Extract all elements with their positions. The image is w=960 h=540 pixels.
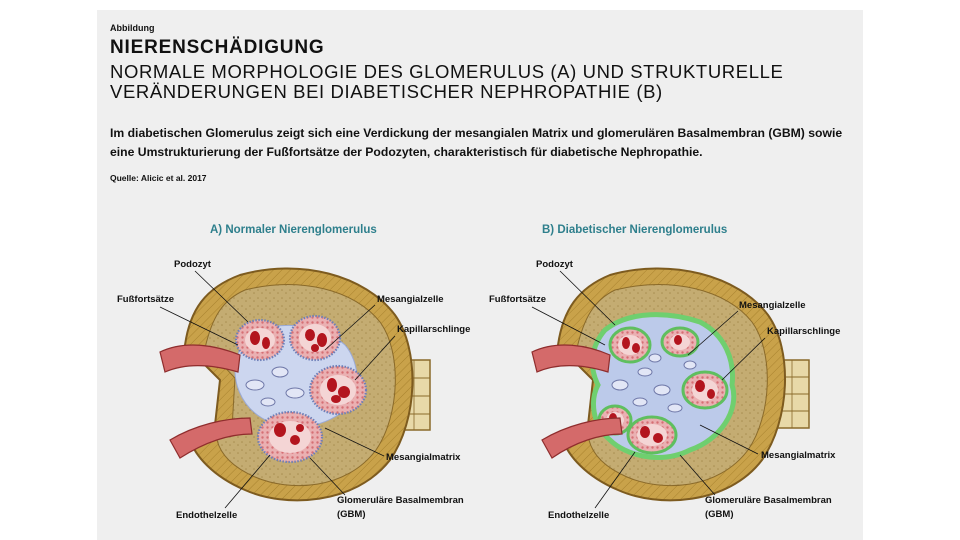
figure-title: NIERENSCHÄDIGUNG: [110, 37, 325, 58]
figure-b-title: B) Diabetischer Nierenglomerulus: [542, 224, 727, 236]
label-a-fussfortsaetze: Fußfortsätze: [117, 294, 174, 305]
figure-kicker: Abbildung: [110, 23, 155, 33]
label-a-gbm-1: Glomeruläre Basalmembran: [337, 495, 464, 506]
label-b-kapillarschlinge: Kapillarschlinge: [767, 326, 840, 337]
figure-a-title: A) Normaler Nierenglomerulus: [210, 224, 377, 236]
mesangial-cells-b: [611, 353, 697, 413]
efferent-arteriole-b: [541, 417, 623, 459]
label-b-mesangialzelle: Mesangialzelle: [739, 300, 806, 311]
label-b-podozyt: Podozyt: [536, 259, 574, 270]
capillary-loops-a: [234, 314, 368, 464]
label-a-mesangialmatrix: Mesangialmatrix: [386, 452, 461, 463]
erythrocytes-a: [250, 329, 350, 445]
leader-lines-a: [159, 270, 396, 509]
label-a-mesangialzelle: Mesangialzelle: [377, 294, 444, 305]
capillary-loops-b: [597, 326, 729, 455]
label-a-gbm-2: (GBM): [337, 509, 366, 520]
figure-subtitle: NORMALE MORPHOLOGIE DES GLOMERULUS (A) U…: [110, 61, 784, 102]
afferent-arteriole-b: [531, 344, 611, 373]
glomerulus-a: A) Normaler Nierenglomerulus: [117, 224, 470, 521]
mesangial-cells-a: [245, 366, 305, 407]
leader-lines-b: [531, 270, 766, 509]
label-a-kapillarschlinge: Kapillarschlinge: [397, 324, 470, 335]
efferent-arteriole-a: [169, 417, 253, 459]
label-b-gbm-1: Glomeruläre Basalmembran: [705, 495, 832, 506]
figure-source: Quelle: Alicic et al. 2017: [110, 173, 207, 183]
label-b-fussfortsaetze: Fußfortsätze: [489, 294, 546, 305]
afferent-arteriole-a: [159, 344, 241, 373]
erythrocytes-b: [609, 335, 715, 443]
label-b-endothelzelle: Endothelzelle: [548, 510, 609, 521]
glomerulus-b: B) Diabetischer Nierenglomerulus: [489, 224, 840, 521]
label-b-mesangialmatrix: Mesangialmatrix: [761, 450, 836, 461]
label-a-podozyt: Podozyt: [174, 259, 212, 270]
label-b-gbm-2: (GBM): [705, 509, 734, 520]
figure-lead-text: Im diabetischen Glomerulus zeigt sich ei…: [110, 126, 843, 159]
label-a-endothelzelle: Endothelzelle: [176, 510, 237, 521]
